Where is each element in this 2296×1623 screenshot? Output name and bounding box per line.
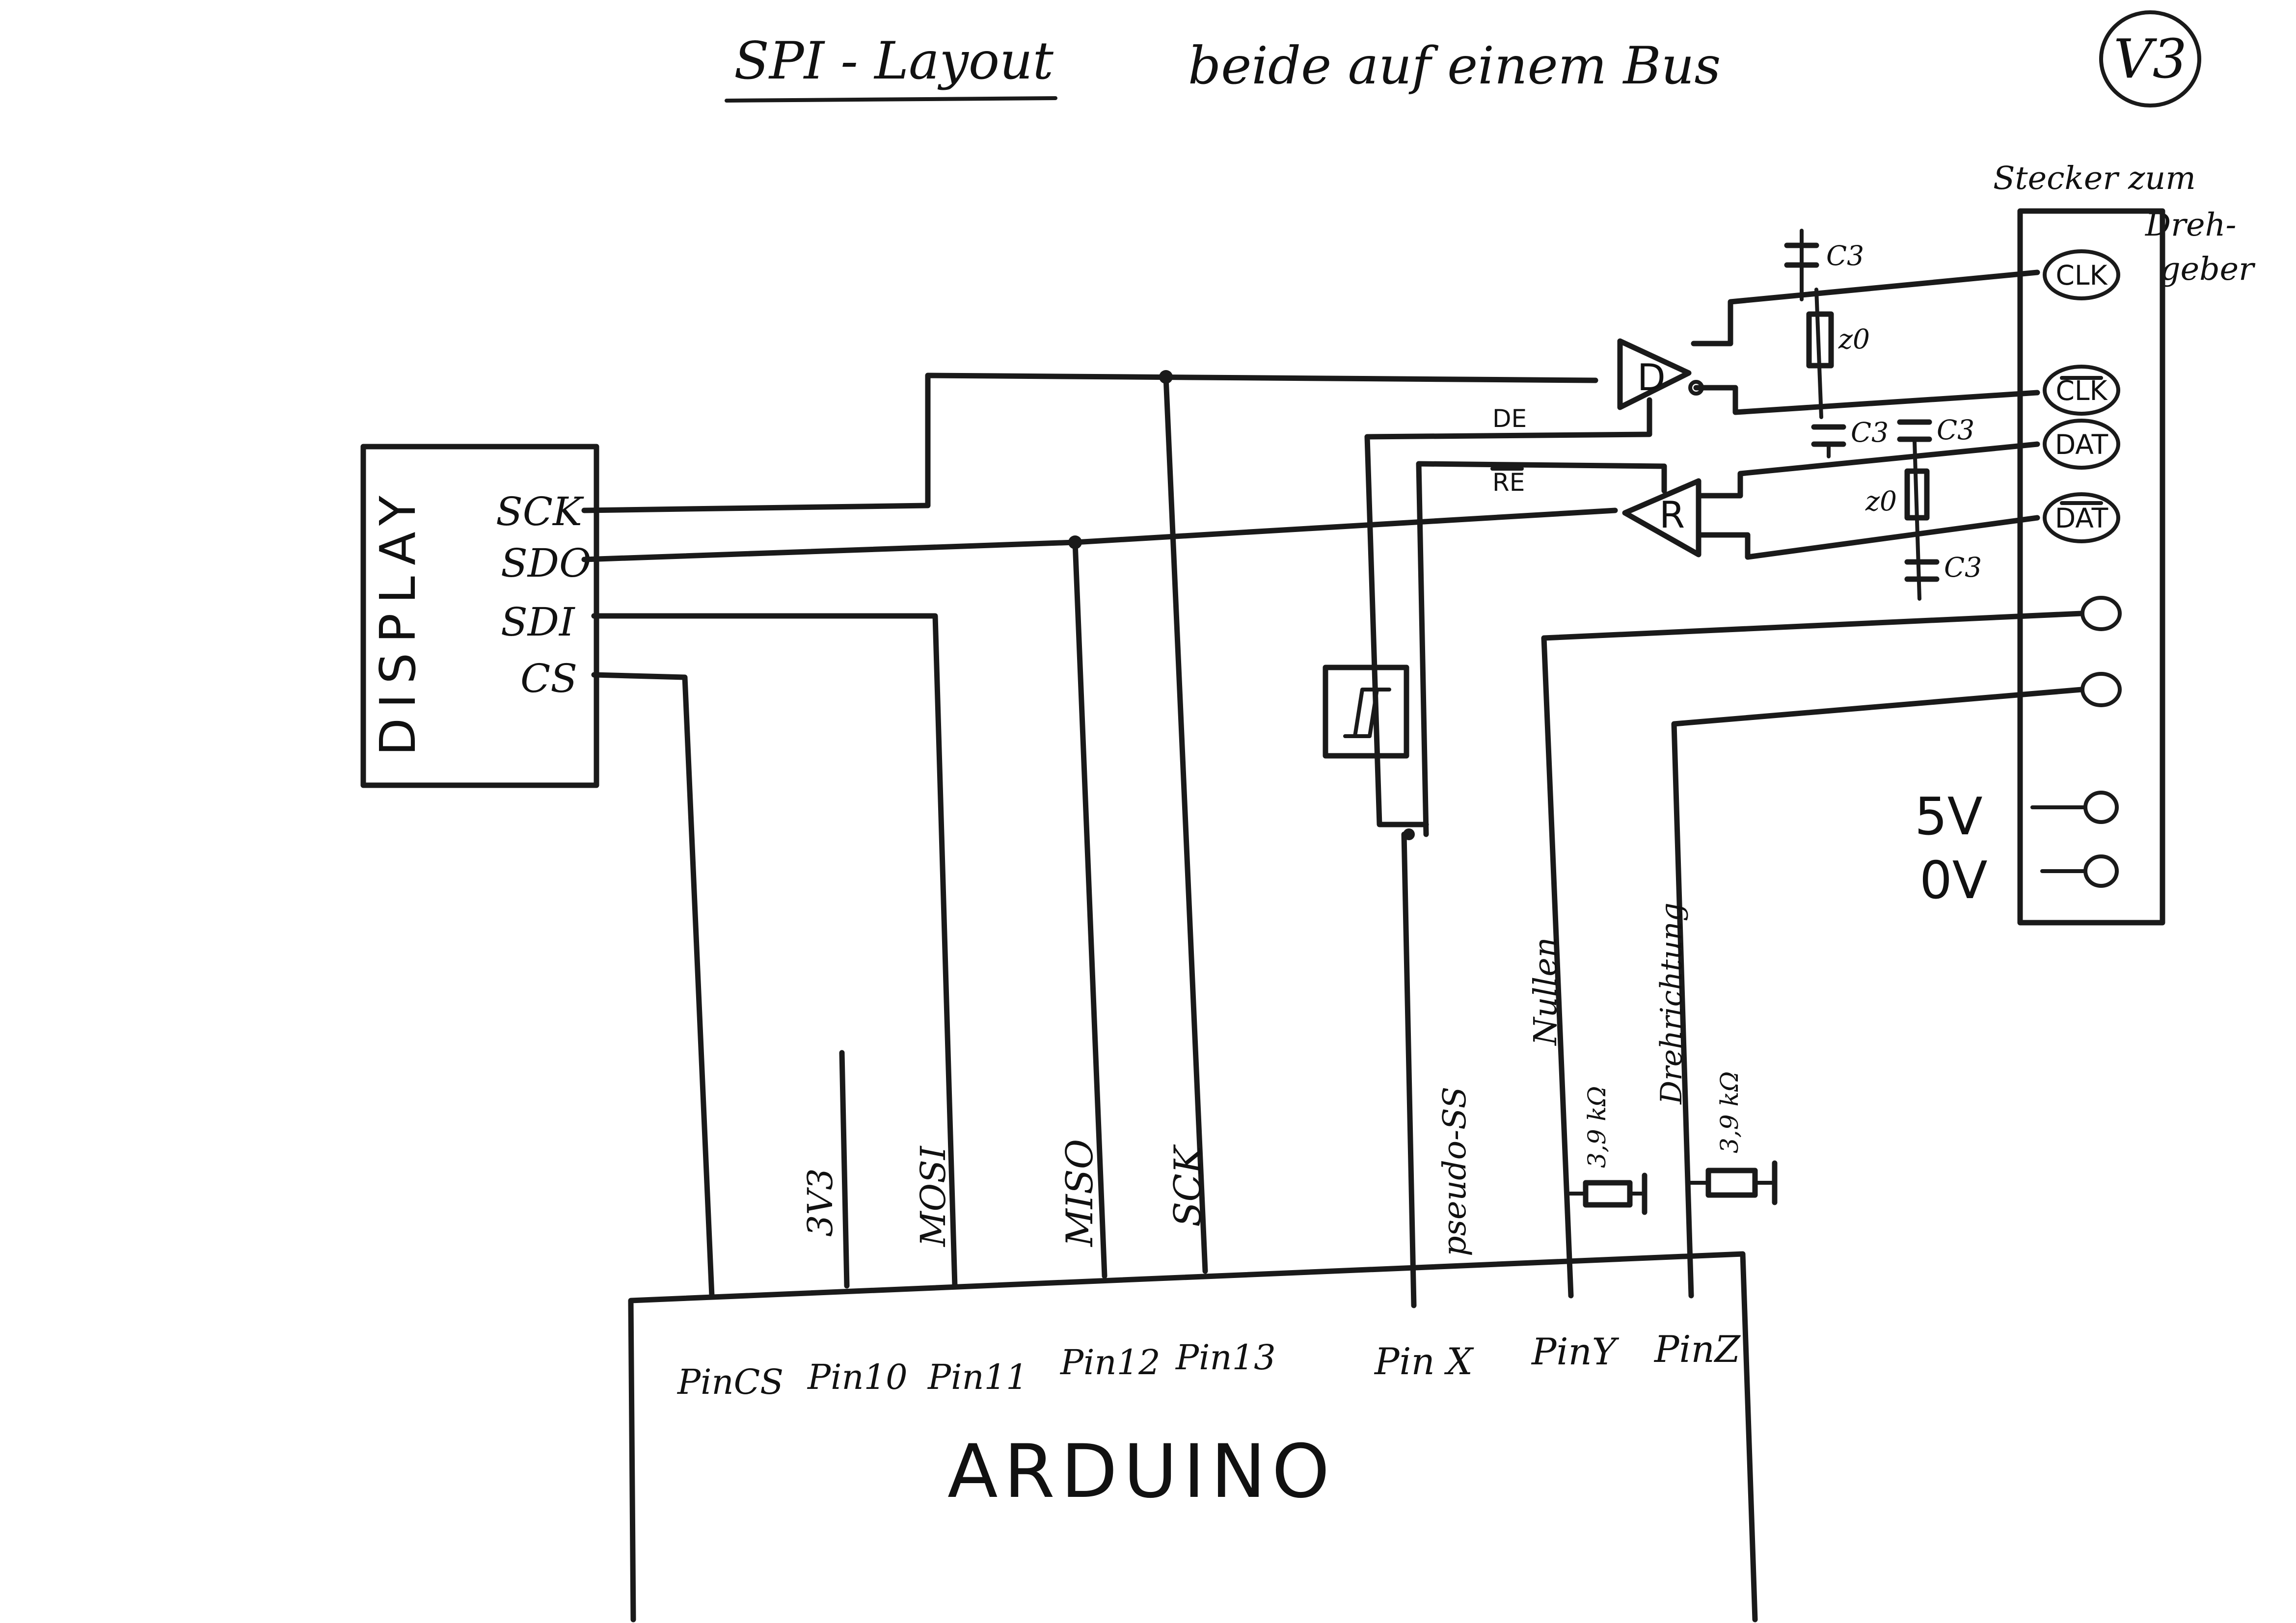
display-name: DISPLAY xyxy=(369,486,427,756)
cap-label-3: C3 xyxy=(1937,414,1974,446)
label-pseudo-ss: pseudo-SS xyxy=(1436,1087,1473,1256)
pulldown-z: 3,9 kΩ xyxy=(1687,1071,1778,1205)
wire-clk-n xyxy=(1693,385,2040,415)
schematic-subtitle: beide auf einem Bus xyxy=(1188,36,1721,96)
receiver-label: R xyxy=(1659,493,1685,536)
wire-dat xyxy=(1696,441,2040,499)
display-pin-sdi: SDI xyxy=(501,599,575,645)
re-label: RE xyxy=(1492,468,1525,497)
arduino-pin-y: PinY xyxy=(1531,1330,1620,1373)
connector-pin-clk-n-label: CLK xyxy=(2055,375,2108,406)
arduino-module: ARDUINO PinCS Pin10 Pin11 Pin12 Pin13 Pi… xyxy=(628,1251,1758,1623)
connector-title-3: geber xyxy=(2160,251,2256,288)
wire-clk xyxy=(1691,269,2040,346)
schmitt-trigger xyxy=(1323,665,1409,759)
driver-triangle xyxy=(1617,338,1692,410)
connector-pin-5v xyxy=(2083,791,2119,824)
wire-sdi xyxy=(591,613,958,1289)
connector-pin-0v-label: 0V xyxy=(1919,851,1988,910)
resistor-term-bottom xyxy=(1904,468,1930,521)
label-miso: MISO xyxy=(1058,1139,1101,1248)
junction-sdo xyxy=(1068,535,1082,549)
wire-sdo-drop xyxy=(1072,539,1107,1279)
connector-pin-6 xyxy=(2080,672,2122,707)
junction-pseudo-ss xyxy=(1403,828,1415,840)
wire-pseudo-ss xyxy=(1401,831,1417,1308)
connector-title-1: Stecker zum xyxy=(1993,160,2196,197)
pull-z-label: 3,9 kΩ xyxy=(1715,1071,1744,1153)
arduino-pin-cs: PinCS xyxy=(676,1362,783,1402)
arduino-pin-x: Pin X xyxy=(1374,1340,1474,1383)
resistor-pull-z xyxy=(1705,1168,1758,1198)
display-pin-cs: CS xyxy=(520,656,577,701)
termination-network: C3 z0 C3 C3 z0 C3 xyxy=(1691,229,2040,601)
display-pin-sdo: SDO xyxy=(501,540,592,586)
connector-pin-5 xyxy=(2080,596,2122,631)
version-label: V3 xyxy=(2113,27,2187,90)
wire-dat-n xyxy=(1696,515,2040,560)
wire-sck-drop xyxy=(1163,374,1208,1274)
label-3v3: 3V3 xyxy=(800,1168,840,1237)
resistor-pull-y xyxy=(1583,1180,1633,1208)
schmitt-hysteresis-icon xyxy=(1343,688,1391,738)
label-mosi: MOSI xyxy=(913,1145,953,1248)
driver-label: D xyxy=(1637,356,1666,399)
connector-pin-clk-n xyxy=(2043,365,2120,416)
connector-pin-dat xyxy=(2043,419,2120,470)
wire-re xyxy=(1416,461,1667,837)
schematic-title: SPI - Layout xyxy=(734,31,1054,91)
term-bottom-label: z0 xyxy=(1865,485,1897,517)
schmitt-box xyxy=(1323,665,1409,759)
label-nullen: Nullen xyxy=(1527,937,1564,1046)
cap-label-2: C3 xyxy=(1851,417,1889,448)
wire-cs xyxy=(591,672,715,1299)
transceiver: D R DE RE xyxy=(1364,338,1704,1308)
pulldown-y: 3,9 kΩ xyxy=(1567,1086,1648,1215)
label-drehrichtung: Drehrichtung xyxy=(1654,903,1689,1105)
title-underline xyxy=(725,96,1057,103)
arduino-box xyxy=(628,1251,1758,1623)
label-sck: SCK xyxy=(1166,1144,1209,1227)
arduino-pin-12: Pin12 xyxy=(1059,1342,1161,1383)
arduino-name: ARDUINO xyxy=(947,1429,1336,1515)
resistor-term-top xyxy=(1806,311,1834,369)
arduino-pin-11: Pin11 xyxy=(927,1357,1028,1397)
arduino-pin-z: PinZ xyxy=(1653,1328,1741,1371)
wire-term-top xyxy=(1814,288,1823,419)
connector-pin-0v xyxy=(2083,854,2119,888)
wire-3v3 xyxy=(839,1050,850,1289)
connector-pin-5v-label: 5V xyxy=(1915,787,1983,847)
arduino-pin-10: Pin10 xyxy=(807,1357,908,1397)
display-pin-sck: SCK xyxy=(496,489,584,534)
wire-de xyxy=(1364,397,1652,827)
connector-pin-dat-label: DAT xyxy=(2055,429,2108,460)
cap-label-1: C3 xyxy=(1826,240,1864,271)
display-module: DISPLAY SCK SDO SDI CS xyxy=(360,444,599,788)
connector-pin-clk-label: CLK xyxy=(2055,260,2108,291)
de-label: DE xyxy=(1492,404,1527,433)
receiver-triangle xyxy=(1622,478,1702,558)
version-circle xyxy=(2099,10,2201,107)
wire-sdo xyxy=(581,507,1618,562)
connector-pin-dat-n xyxy=(2043,492,2120,543)
encoder-connector: Stecker zum Dreh- geber CLK CLK DAT DAT … xyxy=(1915,160,2256,926)
arduino-pin-13: Pin13 xyxy=(1175,1337,1276,1378)
wire-nullen xyxy=(1541,611,2084,1299)
term-top-label: z0 xyxy=(1838,323,1870,355)
junction-sck xyxy=(1159,370,1173,384)
connector-pin-dat-n-label: DAT xyxy=(2055,503,2108,534)
wire-sck xyxy=(581,372,1598,513)
pull-y-label: 3,9 kΩ xyxy=(1583,1086,1611,1168)
connector-body xyxy=(2017,208,2165,926)
wire-drehrichtung xyxy=(1671,687,2084,1299)
cap-label-4: C3 xyxy=(1944,552,1982,583)
connector-pin-clk xyxy=(2043,249,2120,300)
